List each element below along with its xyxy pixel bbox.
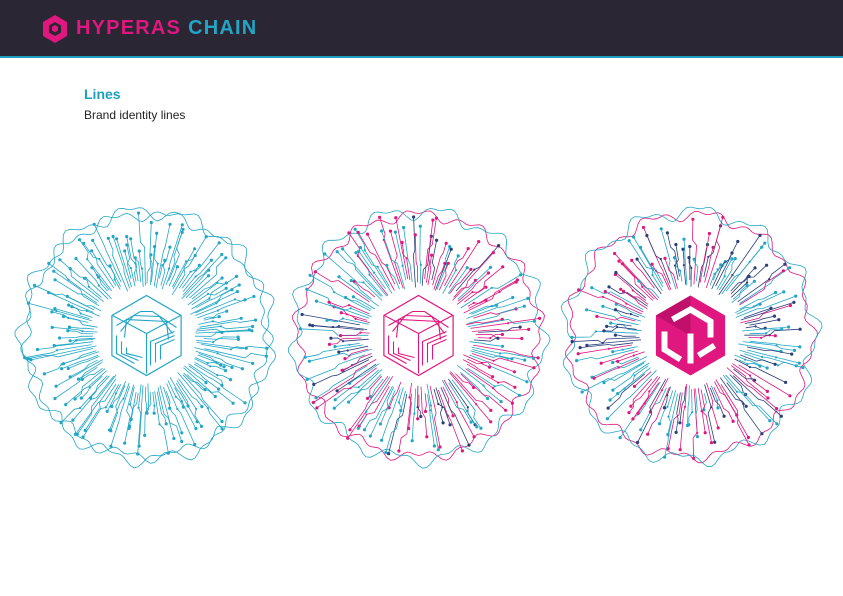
section-title: Lines bbox=[84, 86, 121, 102]
header-bar: HYPERAS CHAIN bbox=[0, 0, 843, 58]
hexagon-cube-logo-icon bbox=[43, 15, 67, 43]
circuit-cube-outline-magenta-icon bbox=[287, 207, 551, 469]
brand-primary: HYPERAS bbox=[76, 17, 182, 39]
emblem-cyan bbox=[9, 198, 284, 473]
section-subtitle: Brand identity lines bbox=[84, 108, 186, 122]
circuit-cube-outline-icon bbox=[14, 207, 277, 469]
emblem-cyan-magenta bbox=[281, 198, 556, 473]
emblem-mixed-solid bbox=[553, 198, 828, 473]
brand-wordmark: HYPERAS CHAIN bbox=[76, 16, 257, 40]
circuit-cube-solid-icon bbox=[560, 206, 823, 468]
brand-secondary: CHAIN bbox=[188, 17, 258, 39]
